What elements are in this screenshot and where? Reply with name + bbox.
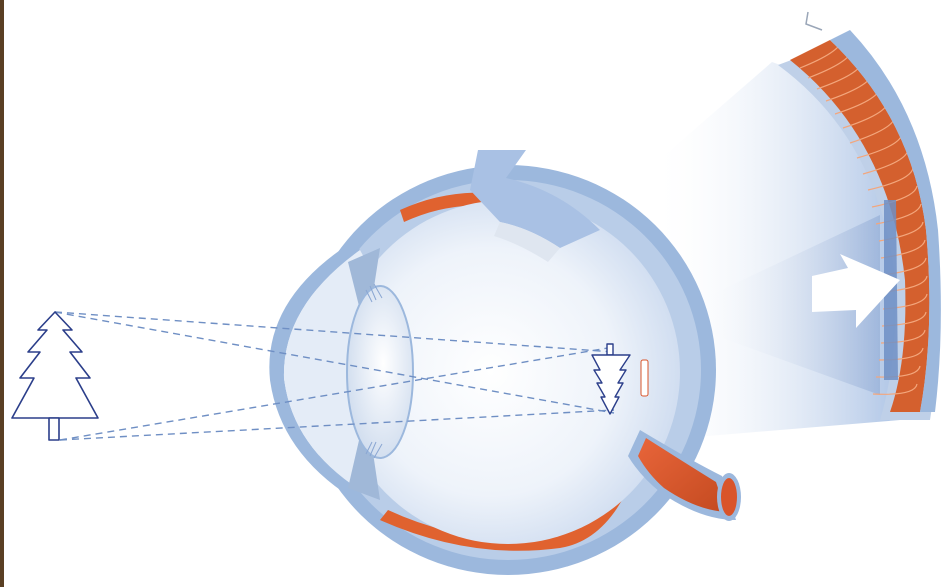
fovea <box>641 360 648 396</box>
tree-icon <box>12 312 98 440</box>
lens <box>347 286 413 458</box>
optic-nerve-end-core <box>721 478 737 516</box>
retina-hook <box>806 12 822 30</box>
